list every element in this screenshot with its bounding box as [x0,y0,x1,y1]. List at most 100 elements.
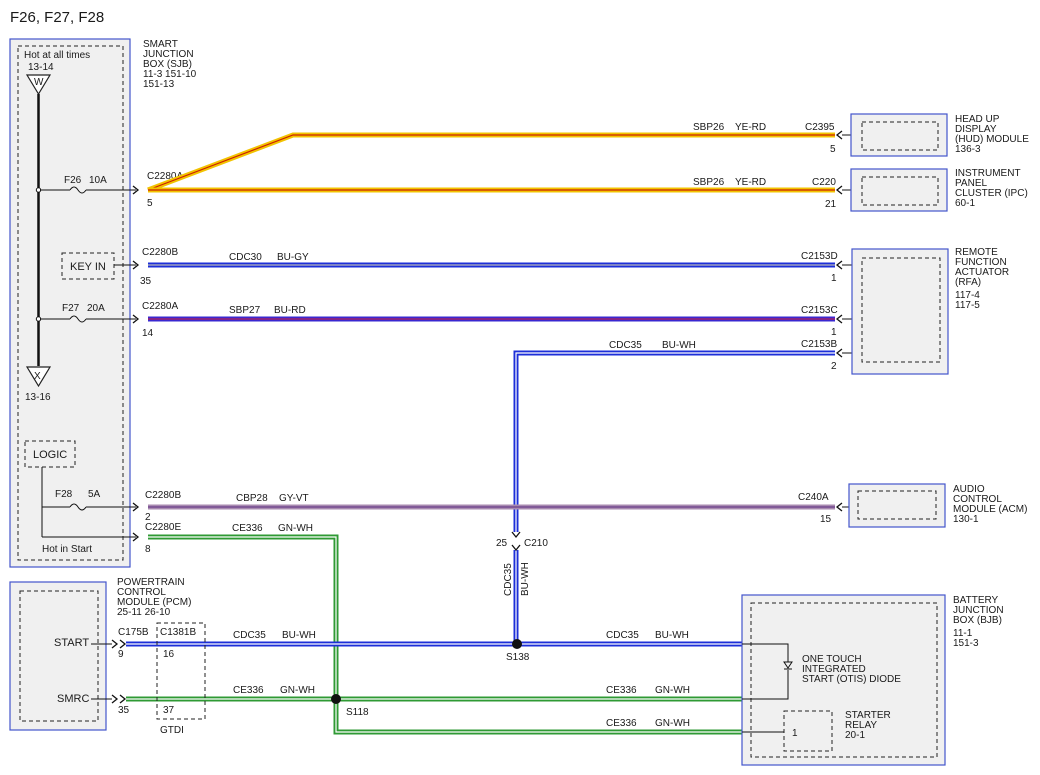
pcm-connector-arrows [111,639,127,704]
c1381b-box [156,622,206,720]
sjb-label-line: SMART [143,39,178,50]
fuse-f27-name: F27 [62,303,80,314]
arrow-icon [835,314,843,324]
conn-c2153b-pin: 2 [831,361,837,372]
relay-label-line: 20-1 [845,730,865,741]
arrow-icon [111,639,119,649]
arrow-icon [511,531,521,539]
fuse-f28-amp: 5A [88,489,101,500]
otis-wire-bottom [742,670,789,700]
pcm-label: POWERTRAIN CONTROL MODULE (PCM) 25-11 26… [117,577,194,618]
pcm-cdc-color: BU-WH [282,630,316,641]
fuse-f26-icon [69,186,87,194]
x-triangle [25,366,52,388]
acm-inner-box [857,490,937,520]
bjb-label-line: 11-1 [953,628,973,639]
acm-module-box [848,483,946,528]
w1-color: YE-RD [735,122,766,133]
sjb-connector-arrows [132,185,140,542]
arrow-icon [119,694,127,704]
w-triangle-label: W [34,77,44,88]
wire-sbp26-hud [147,132,835,193]
rfa-inner-box [861,257,941,363]
rfa-label-line: ACTUATOR [955,267,1009,278]
splice-s118 [331,694,341,704]
arrow-icon [132,185,140,195]
conn-c175b: C175B [118,627,149,638]
vert-circuit: CDC35 [503,563,514,596]
c210-connector [511,531,521,552]
fuse-f27-icon [69,315,87,323]
splice-s118-label: S118 [346,707,369,718]
w6-circuit: CBP28 [236,493,268,504]
w2-circuit: SBP26 [693,177,725,188]
w3-circuit: CDC30 [229,252,262,263]
fuse-f26-name: F26 [64,175,82,186]
arrow-icon [511,544,521,552]
conn-c2395: C2395 [805,122,835,133]
acm-label-line: CONTROL [953,494,1002,505]
otis-label-line: START (OTIS) DIODE [802,674,901,685]
conn-c2280b-keyin: C2280B [142,247,178,258]
page-title: F26, F27, F28 [10,9,104,26]
rfa-label: REMOTE FUNCTION ACTUATOR (RFA) 117-4 117… [955,247,1012,311]
arrow-icon [835,502,843,512]
hud-label-line: 136-3 [955,144,981,155]
fuse-f28-icon [69,503,87,511]
splice-s138-label: S138 [506,652,530,663]
w4-circuit: SBP27 [229,305,261,316]
pcm-ce-circuit: CE336 [233,685,264,696]
ref-bottom-label: 13-16 [25,392,51,403]
wire-cdc35-rfa [513,350,835,644]
acm-label-line: MODULE (ACM) [953,504,1027,515]
pcm-label-line: 25-11 26-10 [117,607,171,618]
gtdi-label: GTDI [160,725,184,736]
bjb-label-line: BOX (BJB) [953,615,1002,626]
conn-c210-pin: 25 [496,538,508,549]
bjb-label: BATTERY JUNCTION BOX (BJB) 11-1 151-3 [953,595,1006,649]
conn-c2153b: C2153B [801,339,837,350]
bjb-cdc-color: BU-WH [655,630,689,641]
conn-c1381b-pin2: 37 [163,705,175,716]
conn-c2280e: C2280E [145,522,181,533]
x-triangle-label: X [34,371,41,382]
sjb-label-line: 11-3 151-10 [143,69,197,80]
relay-ce-color: GN-WH [655,718,690,729]
sjb-label-line: BOX (SJB) [143,59,192,70]
acm-label-line: AUDIO [953,484,985,495]
bjb-label-line: 151-3 [953,638,979,649]
fuse-f28-name: F28 [55,489,73,500]
pcm-inner-box [19,590,99,722]
w-triangle [25,74,52,96]
arrow-icon [835,130,843,140]
pin-8: 8 [145,544,151,555]
conn-c2280b-f28: C2280B [145,490,181,501]
w7-circuit: CE336 [232,523,263,534]
pcm-smrc-label: SMRC [57,693,89,705]
bjb-module-box [741,594,946,766]
smrc-pin: 35 [118,705,130,716]
sjb-label-line: 151-13 [143,79,175,90]
arrow-icon [835,260,843,270]
pcm-module-box [9,581,107,731]
w4-color: BU-RD [274,305,306,316]
fuse-f27-amp: 20A [87,303,105,314]
conn-c210: C210 [524,538,548,549]
conn-c2395-pin: 5 [830,144,836,155]
sjb-label-line: JUNCTION [143,49,194,60]
pcm-label-line: POWERTRAIN [117,577,185,588]
w5-circuit: CDC35 [609,340,642,351]
arrow-icon [835,185,843,195]
hud-module-box [850,113,948,157]
relay-label: STARTER RELAY 20-1 [845,710,894,741]
conn-c2280a-top: C2280A [147,171,183,182]
conn-c2153c: C2153C [801,305,838,316]
key-in-label: KEY IN [70,261,106,273]
w7-color: GN-WH [278,523,313,534]
arrow-icon [119,639,127,649]
relay-label-line: RELAY [845,720,877,731]
arrow-icon [132,314,140,324]
sjb-outer-box [9,38,131,568]
conn-c220: C220 [812,177,836,188]
